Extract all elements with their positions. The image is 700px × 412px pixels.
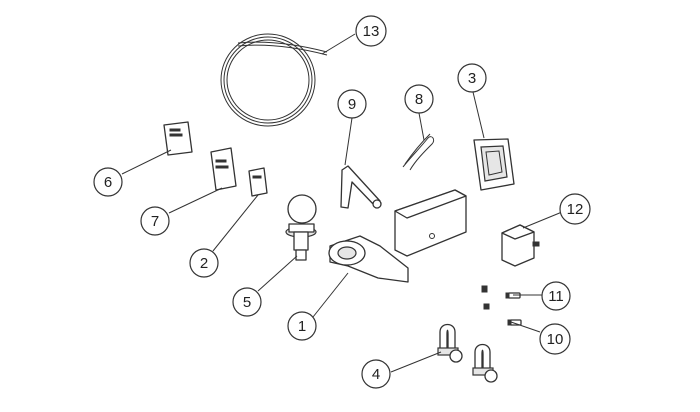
callout-1: 1 xyxy=(287,311,317,341)
hairpin-clip-part xyxy=(402,133,435,171)
leader-12 xyxy=(522,211,563,229)
leader-4 xyxy=(390,351,442,373)
sticker-part-7 xyxy=(210,147,237,191)
callout-8: 8 xyxy=(404,84,434,114)
bolt-part-10 xyxy=(507,319,522,326)
leader-7 xyxy=(168,187,223,214)
callout-4-label: 4 xyxy=(372,366,380,383)
leader-2 xyxy=(212,194,259,252)
callout-4: 4 xyxy=(361,359,391,389)
leader-6 xyxy=(121,149,172,175)
leader-5 xyxy=(257,255,298,292)
callout-8-label: 8 xyxy=(415,91,423,108)
callout-1-label: 1 xyxy=(298,318,306,335)
callout-12: 12 xyxy=(559,193,591,225)
callout-5-label: 5 xyxy=(243,294,251,311)
callout-11: 11 xyxy=(541,281,571,311)
leader-1 xyxy=(312,272,349,318)
callout-5-circle xyxy=(232,287,262,317)
callout-7: 7 xyxy=(140,206,170,236)
callout-11-circle xyxy=(541,281,571,311)
leader-10 xyxy=(510,321,541,333)
callout-10-label: 10 xyxy=(547,331,564,348)
callout-9: 9 xyxy=(337,89,367,119)
callout-13-circle xyxy=(355,15,387,47)
callout-2-circle xyxy=(189,248,219,278)
callout-3: 3 xyxy=(457,63,487,93)
callout-8-circle xyxy=(404,84,434,114)
callout-5: 5 xyxy=(232,287,262,317)
callout-6-circle xyxy=(93,167,123,197)
callout-3-label: 3 xyxy=(468,70,476,87)
callout-13-label: 13 xyxy=(363,23,380,40)
callout-9-label: 9 xyxy=(348,96,356,113)
callout-11-label: 11 xyxy=(548,288,564,305)
callout-6: 6 xyxy=(93,167,123,197)
leader-3 xyxy=(472,91,485,139)
sticker-part-6 xyxy=(163,121,193,156)
leader-8 xyxy=(418,112,425,141)
leader-13 xyxy=(321,33,356,55)
callout-2-label: 2 xyxy=(200,255,208,272)
callout-6-label: 6 xyxy=(104,174,112,191)
callout-3-circle xyxy=(457,63,487,93)
small-bolts-part xyxy=(481,285,490,310)
callout-7-circle xyxy=(140,206,170,236)
tow-ball-part xyxy=(285,194,317,261)
sticker-part-2 xyxy=(248,167,268,197)
connector-box-part xyxy=(501,224,540,267)
callout-4-circle xyxy=(361,359,391,389)
callout-1-circle xyxy=(287,311,317,341)
hitch-pin-part xyxy=(340,165,382,209)
shackle-part-right xyxy=(472,343,498,383)
callout-13: 13 xyxy=(355,15,387,47)
socket-cover-part xyxy=(473,138,515,191)
callout-9-circle xyxy=(337,89,367,119)
callout-2: 2 xyxy=(189,248,219,278)
leader-9 xyxy=(344,117,353,166)
coiled-cable-part xyxy=(220,33,328,127)
callout-12-circle xyxy=(559,193,591,225)
shackle-part-left xyxy=(437,323,463,363)
callout-7-label: 7 xyxy=(151,213,159,230)
callout-10: 10 xyxy=(539,323,571,355)
ball-mount-part xyxy=(328,189,467,283)
callout-10-circle xyxy=(539,323,571,355)
callout-12-label: 12 xyxy=(567,201,584,218)
leader-lines xyxy=(121,33,563,373)
